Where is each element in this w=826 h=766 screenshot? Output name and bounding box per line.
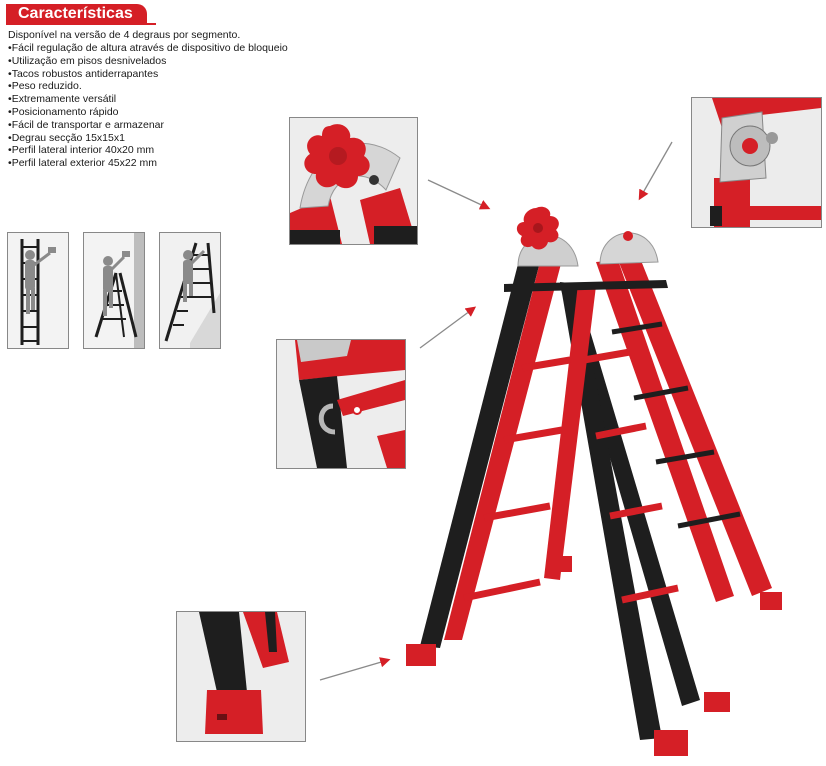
hinge-lock-icon xyxy=(692,98,821,227)
arrow-foot xyxy=(319,657,391,681)
feature-item: Perfil lateral exterior 45x22 mm xyxy=(8,157,288,170)
usage-straight-ladder-icon xyxy=(8,233,68,348)
feature-list: Fácil regulação de altura através de dis… xyxy=(8,42,288,170)
arrow-lock xyxy=(638,141,673,201)
title-underline xyxy=(6,23,156,25)
foot-cap-detail xyxy=(176,611,306,742)
feature-item: Peso reduzido. xyxy=(8,80,288,93)
usage-straight-ladder-thumbnail xyxy=(7,232,69,349)
feature-item: Perfil lateral interior 40x20 mm xyxy=(8,144,288,157)
hinge-knob-icon xyxy=(290,118,417,244)
rung-clip-detail xyxy=(276,339,406,469)
usage-stair-ladder-thumbnail xyxy=(159,232,221,349)
foot-cap-icon xyxy=(177,612,305,741)
ladder-illustration xyxy=(406,206,782,756)
usage-stepladder-icon xyxy=(84,233,144,348)
hinge-lock-detail xyxy=(691,97,822,228)
arrow-knob xyxy=(427,179,491,210)
feature-item: Degrau secção 15x15x1 xyxy=(8,132,288,145)
hinge-knob-detail xyxy=(289,117,418,245)
feature-item: Fácil de transportar e armazenar xyxy=(8,119,288,132)
feature-item: Fácil regulação de altura através de dis… xyxy=(8,42,288,55)
feature-item: Posicionamento rápido xyxy=(8,106,288,119)
feature-item: Extremamente versátil xyxy=(8,93,288,106)
feature-item: Tacos robustos antiderrapantes xyxy=(8,68,288,81)
usage-stair-ladder-icon xyxy=(160,233,220,348)
feature-item: Utilização em pisos desnivelados xyxy=(8,55,288,68)
arrow-clip xyxy=(419,306,477,349)
usage-stepladder-thumbnail xyxy=(83,232,145,349)
rung-clip-icon xyxy=(277,340,405,468)
intro-text: Disponível na versão de 4 degraus por se… xyxy=(8,29,241,41)
section-title: Características xyxy=(6,4,147,24)
